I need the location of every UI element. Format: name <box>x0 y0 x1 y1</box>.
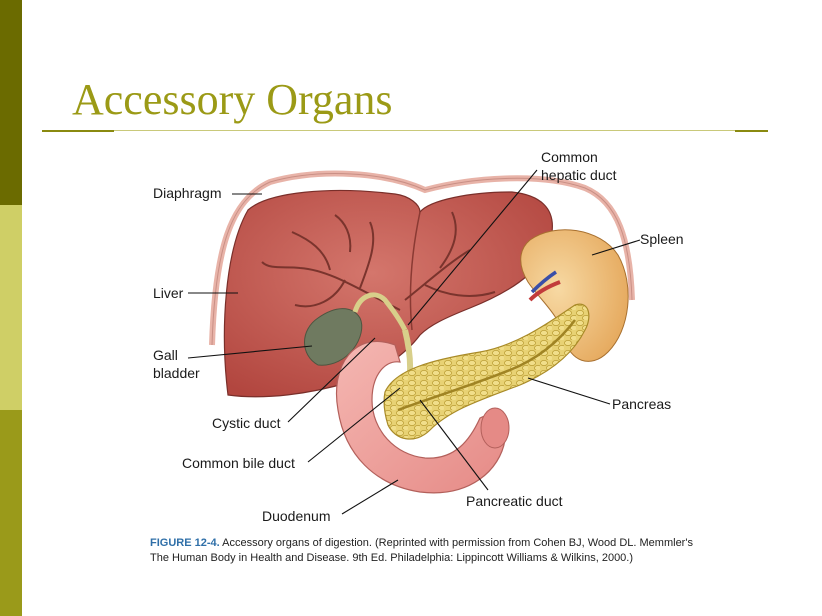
title-underline-accent-right <box>735 130 768 132</box>
splenic-vein <box>530 270 557 294</box>
side-bar-bottom <box>0 410 22 616</box>
leader-lines <box>187 169 641 515</box>
label-common-hepatic-line2: hepatic duct <box>541 167 617 183</box>
label-common-bile-duct: Common bile duct <box>182 455 295 471</box>
slide-title: Accessory Organs <box>72 75 393 124</box>
label-duodenum: Duodenum <box>262 508 331 524</box>
splenic-artery <box>528 280 561 302</box>
title-underline-accent-left <box>42 130 114 132</box>
figure-label: FIGURE 12-4. <box>150 537 220 549</box>
label-spleen: Spleen <box>640 231 684 247</box>
liver-lobe-divider <box>409 211 421 331</box>
label-cystic-duct: Cystic duct <box>212 415 281 431</box>
title-underline <box>42 130 768 131</box>
leader-spleen <box>591 239 641 256</box>
leader-pancreas <box>527 377 611 405</box>
label-liver: Liver <box>153 285 184 301</box>
spleen-shape <box>520 229 629 362</box>
leader-gallbladder <box>187 345 313 359</box>
label-gallbladder-line1: Gall <box>153 347 178 363</box>
label-pancreatic-duct: Pancreatic duct <box>466 493 563 509</box>
leader-common-hepatic-duct <box>407 169 538 326</box>
label-gallbladder-line2: bladder <box>153 365 200 381</box>
figure-caption: FIGURE 12-4. Accessory organs of digesti… <box>150 536 710 566</box>
leader-duodenum <box>341 479 399 515</box>
leader-cystic-duct <box>287 337 376 423</box>
label-common-hepatic-line1: Common <box>541 149 598 165</box>
side-bar-middle <box>0 205 22 410</box>
side-accent-bar <box>0 0 22 616</box>
pancreas-shape <box>383 303 590 440</box>
figure-caption-text: Accessory organs of digestion. (Reprinte… <box>150 537 693 564</box>
cystic-duct-shape <box>352 292 408 332</box>
leader-common-bile-duct <box>307 387 401 463</box>
duodenum-opening <box>480 407 510 449</box>
label-diaphragm: Diaphragm <box>153 185 221 201</box>
leader-pancreatic-duct <box>419 399 489 491</box>
pancreatic-duct-shape <box>397 319 576 412</box>
label-pancreas: Pancreas <box>612 396 671 412</box>
side-bar-top <box>0 0 22 205</box>
diaphragm-edge <box>211 173 633 346</box>
